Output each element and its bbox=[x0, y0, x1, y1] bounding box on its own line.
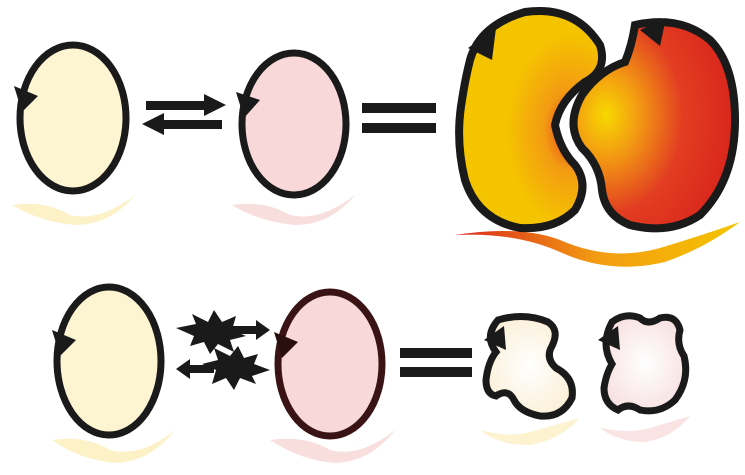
equals-icon bbox=[400, 348, 472, 377]
pink-circle bbox=[232, 53, 355, 225]
pink-circle bbox=[270, 292, 395, 463]
pink-shadow bbox=[232, 195, 355, 225]
two-way-arrows-icon bbox=[142, 94, 226, 135]
shard-shadow bbox=[480, 418, 580, 445]
shard-shadow bbox=[600, 416, 690, 442]
two-way-clash-arrows-icon bbox=[176, 310, 270, 390]
wave-underline bbox=[455, 222, 740, 267]
broken-shells bbox=[480, 316, 690, 445]
equals-icon bbox=[362, 103, 436, 133]
yellow-circle bbox=[52, 287, 175, 463]
merged-glowing-pair bbox=[455, 11, 740, 267]
yellow-circle bbox=[12, 45, 135, 225]
yellow-shadow bbox=[12, 195, 135, 225]
row-conflicting bbox=[52, 287, 690, 463]
row-compatible bbox=[12, 11, 740, 267]
